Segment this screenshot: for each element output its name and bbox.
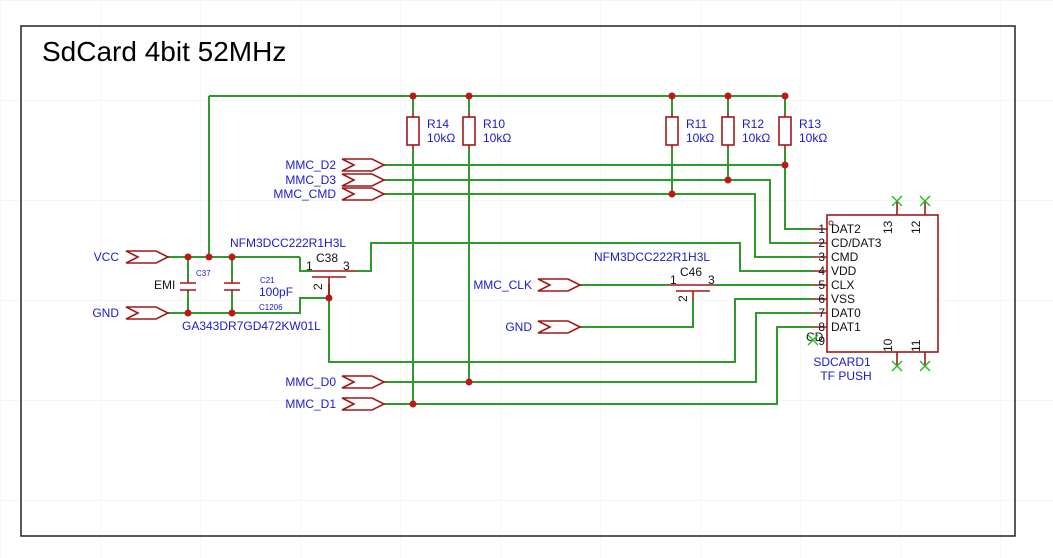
resistor-ref: R11 xyxy=(686,117,707,131)
capacitor-package: C1206 xyxy=(259,303,283,312)
top-pin-12: 12 xyxy=(909,220,923,234)
filter-pin-3: 3 xyxy=(343,259,350,273)
filter-pin-2: 2 xyxy=(311,283,325,290)
connector-value: TF PUSH xyxy=(820,369,871,383)
sdcard-pin-name: DAT1 xyxy=(831,320,861,334)
resistor-ref: R10 xyxy=(483,117,505,131)
net-flag-mmc-cmd[interactable]: MMC_CMD xyxy=(273,187,386,201)
resistor-r12[interactable]: R12 10kΩ xyxy=(721,113,770,149)
nc-x-icon xyxy=(919,195,931,207)
no-connect-markers xyxy=(807,195,931,372)
pin1-marker xyxy=(828,220,834,226)
sheet-title: SdCard 4bit 52MHz xyxy=(42,36,286,67)
resistor-ref: R13 xyxy=(799,117,821,131)
net-flag-mmc-d0[interactable]: MMC_D0 xyxy=(285,375,386,389)
capacitor-ref: C37 xyxy=(196,269,211,278)
net-label: VCC xyxy=(94,250,120,264)
resistor-r14[interactable]: R14 10kΩ xyxy=(406,113,455,149)
nc-x-icon xyxy=(891,195,903,207)
resistor-ref: R14 xyxy=(427,117,449,131)
nc-x-icon xyxy=(919,360,931,372)
filter-part: NFM3DCC222R1H3L xyxy=(230,236,346,250)
sdcard-pin-name: VSS xyxy=(831,292,855,306)
sdcard-pin-number: 4 xyxy=(818,264,825,278)
resistor-r13[interactable]: R13 10kΩ xyxy=(778,113,827,149)
sdcard-pin-name: CMD xyxy=(831,250,859,264)
net-flag-mmc-d2[interactable]: MMC_D2 xyxy=(285,158,386,172)
capacitor-c37[interactable]: C37 EMI GA343DR7GD472KW01L xyxy=(154,269,321,333)
filter-pin-3: 3 xyxy=(708,273,715,287)
nc-x-icon xyxy=(891,360,903,372)
bottom-pin-11: 11 xyxy=(909,339,923,352)
net-label: GND xyxy=(92,306,119,320)
sdcard-pin-number: 8 xyxy=(818,320,825,334)
net-label: MMC_CLK xyxy=(473,278,532,292)
sheet-frame xyxy=(20,25,1016,537)
connector-ref: SDCARD1 xyxy=(813,355,871,369)
resistor-r11[interactable]: R11 10kΩ xyxy=(665,113,714,149)
resistor-value: 10kΩ xyxy=(427,131,455,145)
sdcard-pin-number: 1 xyxy=(818,222,825,236)
sdcard-pin-number: 5 xyxy=(818,278,825,292)
filter-pin-2: 2 xyxy=(676,295,690,302)
sdcard-connector[interactable]: 1 DAT2 2 CD/DAT3 3 CMD 4 VDD 5 CLX 6 VSS 7 DAT0 8 DAT1 9… xyxy=(806,201,939,383)
bottom-pin-10: 10 xyxy=(881,338,895,352)
net-label: GND xyxy=(505,320,532,334)
net-flag-gnd[interactable]: GND xyxy=(92,306,170,320)
resistor-ref: R12 xyxy=(742,117,764,131)
net-label: MMC_CMD xyxy=(273,187,336,201)
sdcard-pin-name: CD/DAT3 xyxy=(831,236,882,250)
sdcard-pin-name: DAT0 xyxy=(831,306,861,320)
net-label: MMC_D2 xyxy=(285,158,336,172)
junctions xyxy=(184,92,789,408)
sdcard-pin-number: 9 xyxy=(818,334,825,348)
emi-filter-c46[interactable]: NFM3DCC222R1H3L C46 1 3 2 xyxy=(594,250,716,302)
filter-ref: C38 xyxy=(316,251,338,265)
sdcard-pin-name: DAT2 xyxy=(831,222,861,236)
sdcard-pin-name: CLX xyxy=(831,278,854,292)
net-label: MMC_D0 xyxy=(285,375,336,389)
net-flag-gnd-clk[interactable]: GND xyxy=(505,320,582,334)
top-pin-13: 13 xyxy=(881,220,895,234)
resistor-value: 10kΩ xyxy=(483,131,511,145)
filter-ref: C46 xyxy=(680,265,702,279)
sdcard-pin-list: 1 DAT2 2 CD/DAT3 3 CMD 4 VDD 5 CLX 6 VSS 7 DAT0 8 DAT1 9 xyxy=(818,222,881,348)
cd-pin-label: CD xyxy=(806,330,824,344)
capacitor-part: GA343DR7GD472KW01L xyxy=(182,319,321,333)
net-label: MMC_D1 xyxy=(285,397,336,411)
filter-part: NFM3DCC222R1H3L xyxy=(594,250,710,264)
sdcard-pin-name: VDD xyxy=(831,264,857,278)
net-flag-mmc-d1[interactable]: MMC_D1 xyxy=(285,397,386,411)
net-flag-vcc[interactable]: VCC xyxy=(94,250,170,264)
capacitor-value: 100pF xyxy=(259,285,293,299)
sdcard-pin-number: 7 xyxy=(818,306,825,320)
filter-pin-1: 1 xyxy=(670,273,677,287)
capacitor-name: EMI xyxy=(154,278,175,292)
filter-pin-1: 1 xyxy=(306,259,313,273)
net-flag-mmc-d3[interactable]: MMC_D3 xyxy=(285,173,386,187)
resistor-value: 10kΩ xyxy=(742,131,770,145)
resistor-value: 10kΩ xyxy=(799,131,827,145)
nc-x-icon xyxy=(807,334,819,346)
emi-filter-c38[interactable]: NFM3DCC222R1H3L C38 1 3 2 xyxy=(230,236,356,298)
net-flag-mmc-clk[interactable]: MMC_CLK xyxy=(473,278,582,292)
capacitor-ref: C21 xyxy=(260,276,275,285)
sdcard-pin-number: 6 xyxy=(818,292,825,306)
sdcard-pin-number: 2 xyxy=(818,236,825,250)
capacitor-c21[interactable]: C21 100pF C1206 xyxy=(224,276,293,312)
resistor-value: 10kΩ xyxy=(686,131,714,145)
resistor-r10[interactable]: R10 10kΩ xyxy=(462,113,511,149)
sdcard-pin-number: 3 xyxy=(818,250,825,264)
net-label: MMC_D3 xyxy=(285,173,336,187)
